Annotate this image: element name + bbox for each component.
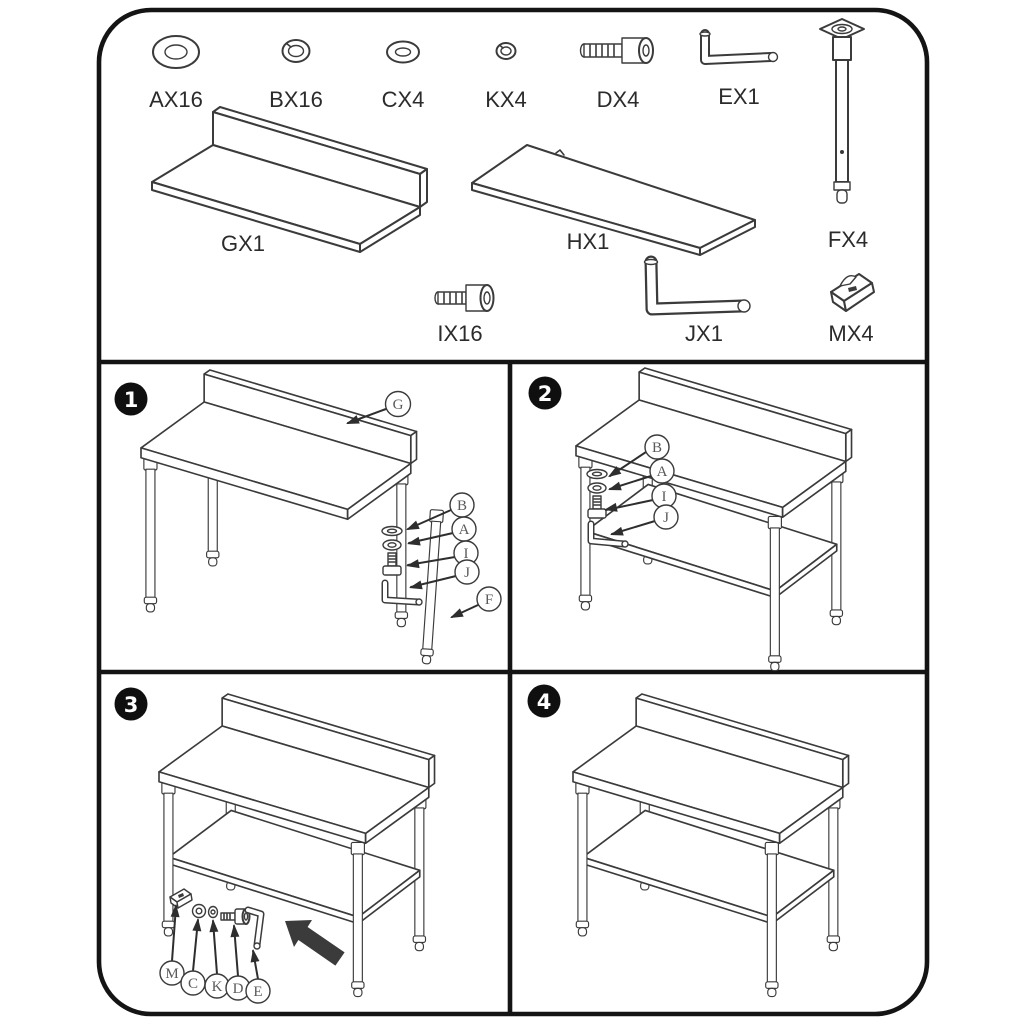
part-label-cx4: CX4 [382,87,425,112]
step-3-number: 3 [124,693,139,717]
hex-key-icon [699,29,779,65]
part-label-dx4: DX4 [597,87,640,112]
part-label-ix16: IX16 [437,321,482,346]
part-label-ex1: EX1 [718,84,760,109]
step-4-number: 4 [537,690,552,714]
step-3-callouts: M C K D E [159,904,271,1004]
part-label-mx4: MX4 [828,321,873,346]
callout-letter-j1: J [464,565,470,581]
step-3-hardware [169,888,345,966]
large-flat-washer-icon [152,35,200,69]
callout-letter-i1: I [464,546,469,562]
assembled-table-step2 [576,368,852,671]
callout-letter-a2: A [657,464,668,480]
part-label-ax16: AX16 [149,87,203,112]
hex-key-large-icon [643,255,751,316]
part-label-fx4: FX4 [828,227,868,252]
table-leg-icon [819,18,865,204]
step-2-panel: 2 B A [528,368,852,671]
step-1-callouts: G B A I J F [346,390,502,618]
step-3-badge: 3 [114,687,148,721]
callout-letter-g: G [393,397,404,413]
callout-letter-m3: M [165,966,178,982]
assembled-table-step3 [159,694,435,997]
assembled-table-step1 [141,370,417,627]
step-1-panel: 1 G B [114,370,502,665]
flat-washer-icon [386,40,420,64]
step-3-panel: 3 M [114,687,435,1004]
parts-panel: AX16 BX16 CX4 KX4 [149,18,875,346]
socket-head-bolt-icon [579,37,654,64]
detached-leg [419,508,445,665]
step-2-number: 2 [538,382,553,406]
sheet-border [96,7,930,1017]
callout-letter-i2: I [662,489,667,505]
undershelf-panel-icon [471,144,756,256]
part-label-kx4: KX4 [485,87,527,112]
step-4-panel: 4 [527,684,849,997]
install-direction-arrow [285,920,345,966]
part-label-hx1: HX1 [567,229,610,254]
step-2-callouts: B A I J [604,434,679,536]
callout-letter-f1: F [485,592,493,608]
step-1-badge: 1 [114,382,148,416]
callout-letter-b2: B [652,440,662,456]
callout-letter-b1: B [457,498,467,514]
part-label-bx16: BX16 [269,87,323,112]
socket-head-bolt-short-icon [434,284,495,312]
callout-letter-c3: C [188,976,198,992]
lock-washer-icon [281,39,311,63]
step-2-badge: 2 [528,376,562,410]
step-1-hardware [381,525,423,606]
step-2-hardware [586,468,629,548]
small-lock-washer-icon [495,42,517,60]
step-1-number: 1 [124,388,139,412]
assembled-table-step4 [573,694,849,997]
part-label-jx1: JX1 [685,321,723,346]
callout-letter-a1: A [459,522,470,538]
step-4-badge: 4 [527,684,561,718]
callout-letter-d3: D [233,981,244,997]
callout-letter-e3: E [253,984,262,1000]
tabletop-with-backsplash-icon [151,106,428,253]
shelf-clip-icon [830,273,875,312]
part-label-gx1: GX1 [221,231,265,256]
callout-letter-k3: K [212,979,223,995]
callout-letter-j2: J [663,510,669,526]
